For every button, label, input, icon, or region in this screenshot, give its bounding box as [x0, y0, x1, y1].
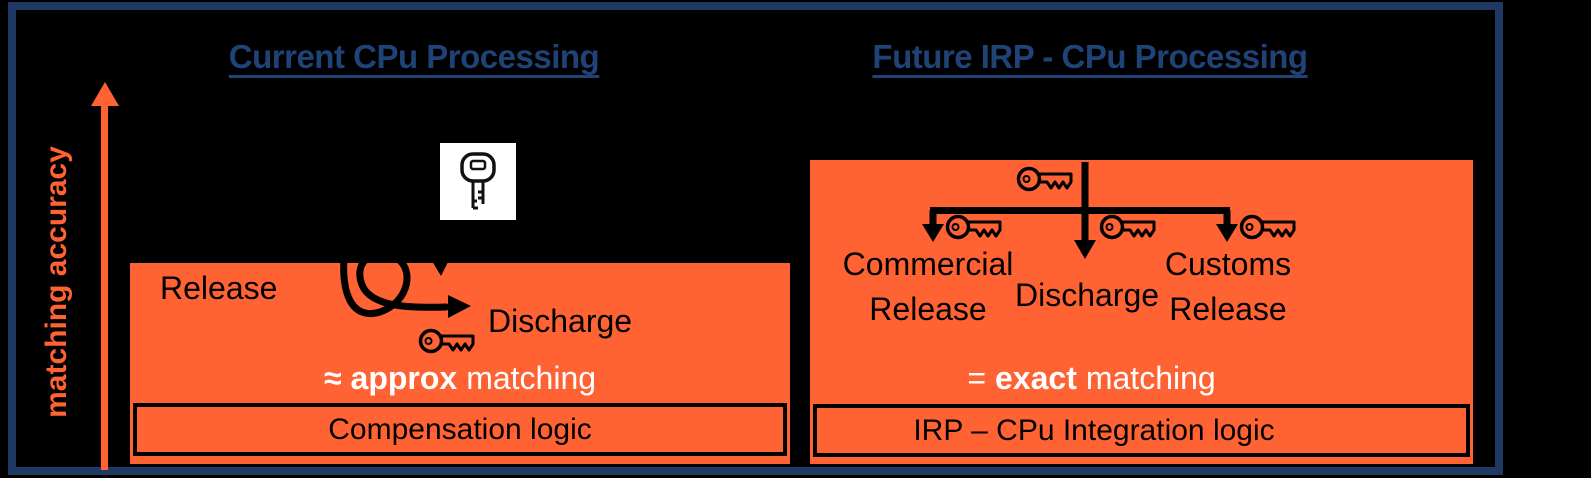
discharge-node-right: Discharge [1014, 277, 1160, 313]
key-badge [440, 143, 516, 220]
approx-keyword: approx [350, 360, 458, 396]
accuracy-arrow-up-icon [91, 82, 119, 106]
approx-symbol: ≈ [323, 360, 342, 396]
equals-symbol: = [967, 360, 986, 396]
approx-rest: matching [466, 360, 597, 396]
commercial-release-node: Commercial Release [842, 246, 1014, 327]
irp-integration-logic-label: IRP – CPu Integration logic [913, 413, 1275, 447]
irp-integration-logic-box: IRP – CPu Integration logic [813, 404, 1470, 457]
compensation-logic-label: Compensation logic [328, 412, 592, 446]
discharge-node: Discharge [488, 303, 633, 339]
compensation-logic-box: Compensation logic [133, 403, 787, 456]
exact-rest: matching [1085, 360, 1216, 396]
right-section-title-text: Future IRP - CPu Processing [872, 38, 1308, 75]
left-section-title: Current CPu Processing [130, 38, 698, 76]
left-section-title-text: Current CPu Processing [228, 38, 600, 75]
key-icon [460, 151, 496, 209]
customs-release-node: Customs Release [1164, 246, 1292, 327]
matching-accuracy-axis-label: matching accuracy [40, 146, 73, 418]
exact-keyword: exact [995, 360, 1077, 396]
release-node: Release [160, 270, 278, 306]
accuracy-arrow-line [101, 104, 108, 470]
future-processing-panel: Commercial Release Discharge Customs Rel… [810, 160, 1473, 464]
right-section-title: Future IRP - CPu Processing [810, 38, 1370, 76]
frame-border [8, 2, 1503, 475]
